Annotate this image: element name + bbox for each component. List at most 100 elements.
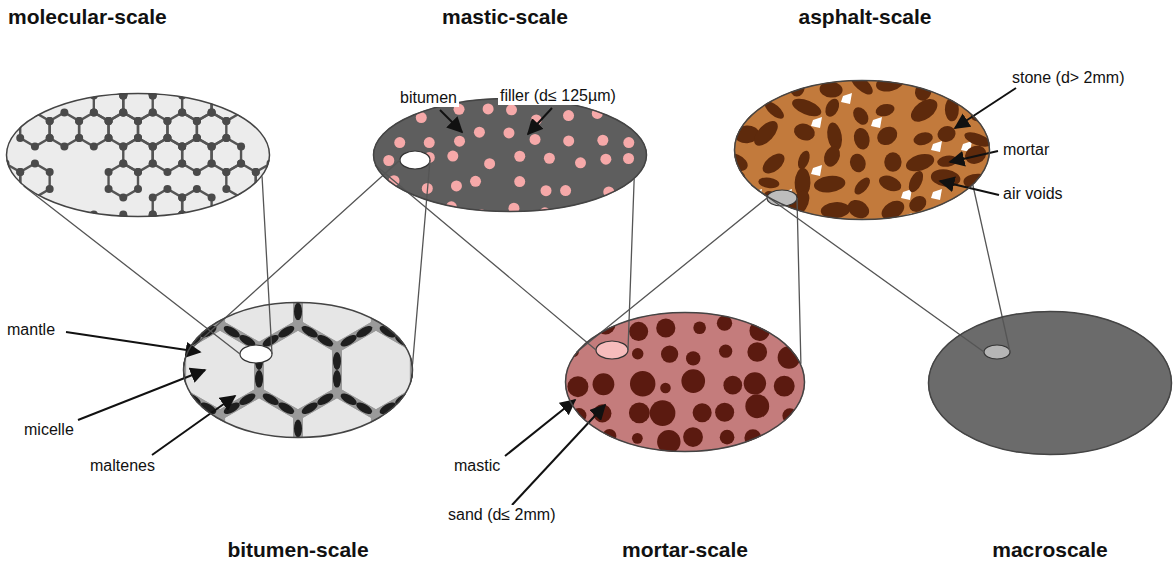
micelle	[495, 333, 515, 349]
micelle	[255, 370, 263, 388]
molecule-ring	[153, 138, 182, 172]
micelle	[432, 324, 452, 340]
stone	[753, 77, 781, 97]
filler-dot	[514, 176, 525, 187]
micelle	[432, 265, 452, 281]
micelle	[549, 526, 569, 542]
atom-dot	[237, 92, 245, 100]
mastic-ground	[373, 98, 647, 212]
scale-ellipse: molecular-scale	[6, 93, 270, 217]
micelle	[549, 256, 569, 272]
micelle	[495, 391, 515, 407]
atom-dot	[178, 211, 186, 219]
micelle	[177, 217, 185, 235]
micelle	[333, 505, 341, 523]
micelle	[66, 265, 86, 281]
stone	[759, 150, 788, 178]
atom-dot	[267, 58, 275, 66]
atom-dot	[281, 66, 289, 74]
atom-dot	[222, 134, 230, 142]
atom-dot	[178, 109, 186, 117]
atom-dot	[134, 219, 142, 227]
atom-dot	[119, 58, 127, 66]
atom-dot	[163, 117, 171, 125]
micelle	[528, 303, 536, 321]
micelle	[144, 400, 164, 416]
micelle	[216, 303, 224, 321]
sand-grain	[744, 429, 761, 446]
molecule-ring	[138, 215, 167, 249]
mortar-ground	[565, 312, 805, 452]
micelle	[82, 256, 102, 272]
atom-dot	[163, 83, 171, 91]
atom-dot	[149, 143, 157, 151]
leader-line	[152, 396, 235, 455]
stone	[730, 72, 765, 104]
micelle	[199, 265, 219, 281]
ellipse-border	[374, 99, 647, 212]
atom-dot	[222, 134, 230, 142]
micelle	[354, 324, 374, 340]
micelle	[43, 400, 63, 416]
micelle	[339, 256, 359, 272]
atom-dot	[90, 109, 98, 117]
atom-dot	[90, 245, 98, 253]
micelle	[315, 256, 335, 272]
atom-dot	[134, 66, 142, 74]
molecule-ring	[79, 113, 108, 147]
micelle	[333, 352, 341, 370]
atom-dot	[178, 109, 186, 117]
micelle	[549, 333, 569, 349]
atom-dot	[75, 117, 83, 125]
stone	[844, 196, 872, 222]
sand-grain	[632, 348, 643, 359]
micelle	[300, 324, 320, 340]
atom-dot	[149, 58, 157, 66]
atom-dot	[193, 117, 201, 125]
micelle	[588, 459, 608, 475]
atom-dot	[281, 134, 289, 142]
micelle	[489, 352, 497, 370]
sand-grain	[719, 345, 732, 358]
micelle	[199, 189, 219, 205]
atom-dot	[134, 117, 142, 125]
micelle	[417, 468, 437, 484]
sand-grain	[629, 322, 648, 341]
air-void	[961, 93, 972, 104]
mantle-band	[181, 460, 259, 550]
atom-dot	[105, 185, 113, 193]
micelle	[393, 468, 413, 484]
atom-dot	[46, 134, 54, 142]
atom-dot	[267, 194, 275, 202]
sand-grain	[693, 403, 712, 422]
atom-dot	[149, 194, 157, 202]
scale-title: bitumen-scale	[227, 538, 368, 562]
atom-dot	[16, 168, 24, 176]
micelle	[417, 256, 437, 272]
micelle	[138, 285, 146, 303]
zoom-spot	[596, 341, 628, 359]
sand-grain	[593, 373, 615, 395]
micelle	[606, 285, 614, 303]
micelle	[393, 198, 413, 214]
filler-dot	[424, 137, 435, 148]
atom-dot	[296, 143, 304, 151]
filler-dot	[503, 127, 514, 138]
atom-dot	[222, 66, 230, 74]
micelle	[432, 265, 452, 281]
micelle	[549, 198, 569, 214]
micelle	[432, 535, 452, 551]
micelle	[255, 217, 263, 235]
micelle	[255, 487, 263, 505]
atom-dot	[252, 219, 260, 227]
atom-dot	[208, 143, 216, 151]
stone	[874, 123, 901, 149]
atom-dot	[311, 219, 319, 227]
atom-dot	[16, 185, 24, 193]
atom-dot	[311, 117, 319, 125]
atom-dot	[222, 168, 230, 176]
atom-dot	[208, 109, 216, 117]
micelle	[450, 420, 458, 438]
mantle-band	[259, 190, 337, 280]
filler-dot	[560, 185, 571, 196]
